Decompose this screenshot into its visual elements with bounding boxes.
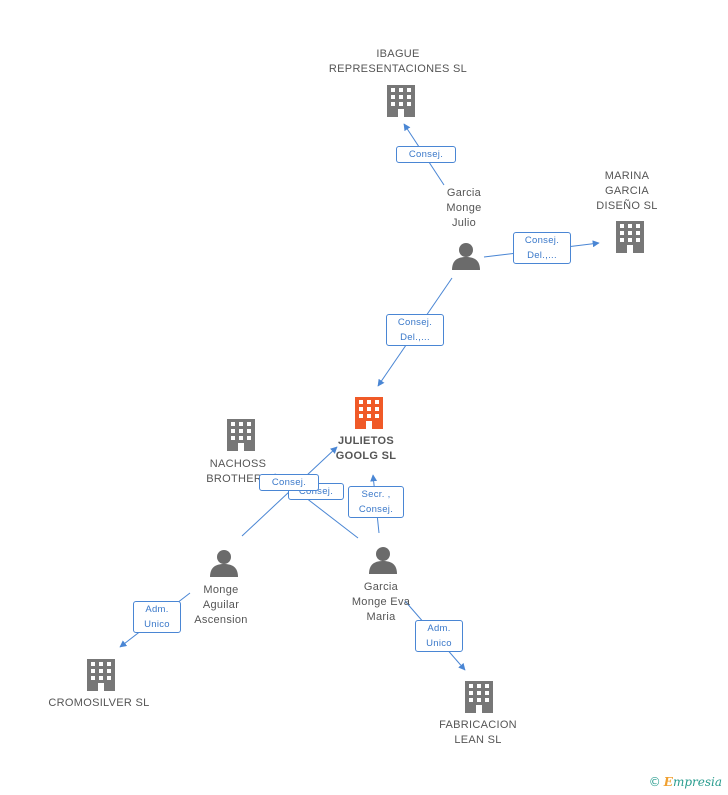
building-icon[interactable] <box>387 85 415 117</box>
company-label-julietos[interactable]: JULIETOS GOOLG SL <box>335 435 397 462</box>
company-label-marina[interactable]: MARINA GARCIA DISEÑO SL <box>596 170 658 212</box>
building-focus-icon[interactable] <box>355 397 383 429</box>
copyright-symbol: © <box>648 775 661 789</box>
brand-name: mpresia <box>672 775 722 789</box>
person-icon[interactable] <box>210 550 238 577</box>
person-icon[interactable] <box>452 243 480 270</box>
person-icon[interactable] <box>369 547 397 574</box>
person-label-julio[interactable]: Garcia Monge Julio <box>446 187 482 229</box>
empresia-logo[interactable]: ©Empresia <box>649 775 722 789</box>
building-icon[interactable] <box>465 681 493 713</box>
person-label-eva[interactable]: Garcia Monge Eva Maria <box>351 581 411 623</box>
person-label-ascension[interactable]: Monge Aguilar Ascension <box>194 584 248 626</box>
building-icon[interactable] <box>87 659 115 691</box>
building-icon[interactable] <box>616 221 644 253</box>
edge-label-julio-ibague: Consej. <box>396 146 456 163</box>
company-label-cromosilver[interactable]: CROMOSILVER SL <box>48 697 150 709</box>
edge-label-julio-marina: Consej. Del.,... <box>513 232 571 264</box>
edge-label-eva-fabricacion: Adm. Unico <box>415 620 463 652</box>
brand-initial: E <box>663 775 673 789</box>
edge-label-ascension-cromosilver: Adm. Unico <box>133 601 181 633</box>
edge-label-eva-julietos: Secr. , Consej. <box>348 486 404 518</box>
building-icon[interactable] <box>227 419 255 451</box>
company-label-ibague[interactable]: IBAGUE REPRESENTACIONES SL <box>328 48 468 75</box>
company-label-fabricacion[interactable]: FABRICACION LEAN SL <box>439 719 517 746</box>
edge-label-julio-julietos: Consej. Del.,... <box>386 314 444 346</box>
company-label-nachoss[interactable]: NACHOSS BROTHERS <box>206 458 270 485</box>
edge-label-eva-nachoss: Consej. <box>259 474 319 491</box>
